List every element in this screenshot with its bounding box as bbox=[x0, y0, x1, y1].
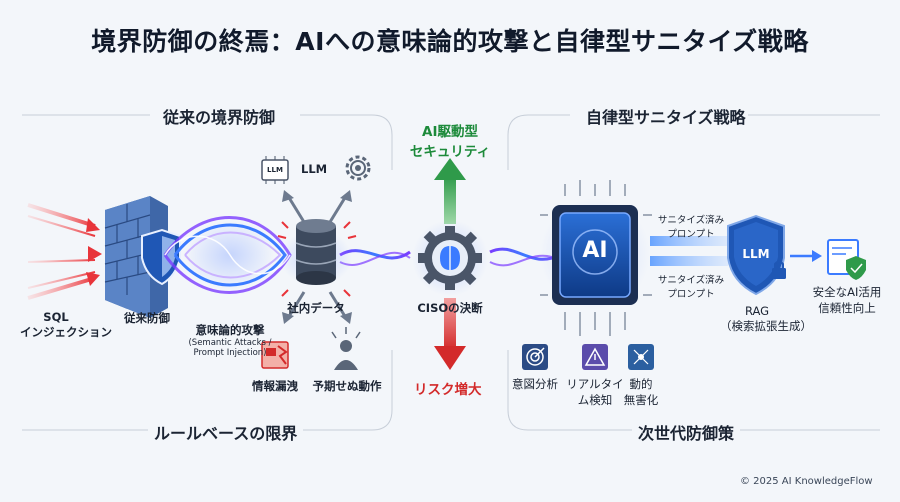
llm-shield-text: LLM bbox=[742, 247, 770, 261]
target-icon bbox=[522, 344, 548, 370]
network-icon bbox=[628, 344, 654, 370]
gear-icon bbox=[345, 155, 371, 181]
db-output-arrows bbox=[282, 190, 352, 324]
safe-ai-label: 安全なAI活用信頼性向上 bbox=[812, 285, 882, 315]
llm-shield-icon bbox=[727, 214, 785, 296]
rag-label: RAG（検索拡張生成） bbox=[720, 304, 812, 333]
burst-marks bbox=[277, 221, 357, 297]
risk-increase-label: リスク増大 bbox=[414, 382, 482, 398]
sanitized-beams bbox=[650, 236, 728, 266]
right-section-heading: 自律型サニタイズ戦略 bbox=[586, 108, 746, 127]
feature-realtime-detection: リアルタイム検知 bbox=[566, 377, 624, 407]
left-section-footer: ルールベースの限界 bbox=[148, 420, 304, 444]
sanitized-prompt-top-label: サニタイズ済みプロンプト bbox=[657, 215, 725, 240]
ai-chip-text: AI bbox=[582, 238, 608, 263]
llm-label: LLM bbox=[301, 162, 328, 176]
up-arrow-green bbox=[434, 158, 466, 224]
leak-icon bbox=[261, 341, 289, 369]
feature-dynamic-neutralize: 動的無害化 bbox=[623, 377, 659, 407]
sql-attack-arrows bbox=[27, 203, 102, 300]
attack-sub-label: (Semantic Attacks /Prompt Injection) bbox=[188, 338, 272, 358]
right-section-frame bbox=[507, 114, 880, 431]
sanitized-prompt-bottom-label: サニタイズ済みプロンプト bbox=[657, 275, 725, 300]
safe-document-icon bbox=[827, 239, 866, 280]
left-section-heading: 従来の境界防御 bbox=[163, 108, 276, 127]
leak-label: 情報漏洩 bbox=[252, 379, 298, 393]
page-title: 境界防御の終焉：AIへの意味論的攻撃と自律型サニタイズ戦略 bbox=[91, 27, 809, 56]
feature-intent-analysis: 意図分析 bbox=[512, 377, 558, 391]
unexpected-label: 予期せぬ動作 bbox=[312, 379, 382, 393]
lock-icon bbox=[772, 260, 786, 279]
ciso-gear-brain-icon bbox=[412, 220, 488, 296]
attack-label: 意味論的攻撃 bbox=[195, 323, 265, 337]
firewall-label: 従来防御 bbox=[124, 311, 170, 325]
ciso-decision-label: CISOの決断 bbox=[417, 301, 483, 315]
ai-driven-security-label: AI駆動型セキュリティ bbox=[409, 124, 491, 160]
right-section-footer: 次世代防御策 bbox=[632, 420, 741, 444]
firewall-icon bbox=[104, 196, 168, 318]
copyright: © 2025 AI KnowledgeFlow bbox=[740, 476, 873, 487]
ai-chip-icon bbox=[540, 180, 652, 336]
unexpected-person-icon bbox=[331, 327, 361, 370]
arrow-to-safe bbox=[790, 250, 822, 262]
left-section-frame bbox=[22, 114, 393, 431]
llm-chip-text: LLM bbox=[267, 166, 283, 174]
alert-icon bbox=[582, 344, 608, 370]
down-arrow-red bbox=[434, 298, 466, 370]
db-label: 社内データ bbox=[287, 301, 345, 315]
database-icon bbox=[280, 219, 352, 286]
llm-chip-icon bbox=[261, 156, 289, 184]
